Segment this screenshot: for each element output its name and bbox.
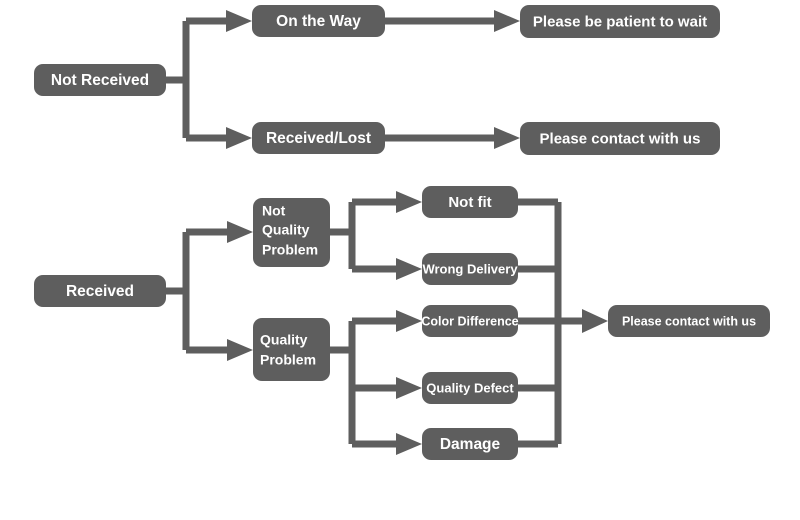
- node-color-difference-label: Color Difference: [421, 314, 518, 328]
- node-not-received-label: Not Received: [51, 72, 149, 89]
- node-please-be-patient-to-wait[interactable]: Please be patient to wait: [520, 5, 720, 38]
- connector-on-the-way-to-wait: [385, 10, 520, 32]
- node-quality-problem[interactable]: Quality Problem: [253, 318, 330, 381]
- node-please-contact-bottom[interactable]: Please contact with us: [608, 305, 770, 337]
- node-please-contact-bottom-label: Please contact with us: [622, 314, 756, 328]
- node-please-contact-top[interactable]: Please contact with us: [520, 122, 720, 155]
- node-not-received[interactable]: Not Received: [34, 64, 166, 96]
- connector-not-received-split: [166, 10, 252, 149]
- node-received-label: Received: [66, 283, 134, 300]
- node-quality-problem-line1: Quality: [260, 332, 308, 348]
- node-received-lost[interactable]: Received/Lost: [252, 122, 385, 154]
- node-received-lost-label: Received/Lost: [266, 130, 371, 147]
- node-quality-defect[interactable]: Quality Defect: [422, 372, 518, 404]
- connector-quality-problem-fanout: [330, 310, 422, 455]
- node-quality-defect-label: Quality Defect: [426, 380, 514, 395]
- node-not-quality-problem-line1: Not: [262, 203, 286, 219]
- node-wrong-delivery-label: Wrong Delivery: [422, 261, 518, 276]
- node-damage-label: Damage: [440, 436, 501, 453]
- node-on-the-way-label: On the Way: [276, 13, 361, 30]
- connector-reasons-collector-bus: [518, 198, 608, 448]
- node-on-the-way[interactable]: On the Way: [252, 5, 385, 37]
- node-damage[interactable]: Damage: [422, 428, 518, 460]
- connector-received-lost-to-contact: [385, 127, 520, 149]
- node-not-quality-problem-line3: Problem: [262, 242, 318, 258]
- node-not-quality-problem-line2: Quality: [262, 222, 310, 238]
- node-quality-problem-line2: Problem: [260, 352, 316, 368]
- connector-received-split: [166, 221, 253, 361]
- node-not-fit-label: Not fit: [448, 194, 491, 211]
- node-wrong-delivery[interactable]: Wrong Delivery: [422, 253, 518, 285]
- node-color-difference[interactable]: Color Difference: [421, 305, 519, 337]
- node-received[interactable]: Received: [34, 275, 166, 307]
- node-not-fit[interactable]: Not fit: [422, 186, 518, 218]
- connector-not-quality-problem-fanout: [330, 191, 422, 280]
- node-please-be-patient-label: Please be patient to wait: [533, 13, 707, 30]
- node-please-contact-top-label: Please contact with us: [540, 130, 701, 147]
- node-not-quality-problem[interactable]: Not Quality Problem: [253, 198, 330, 267]
